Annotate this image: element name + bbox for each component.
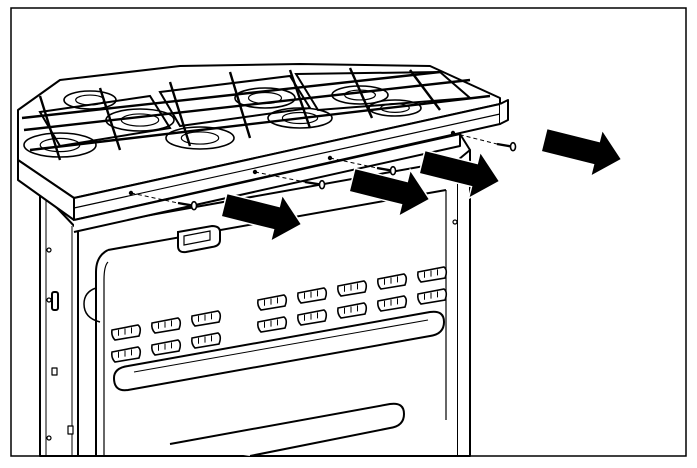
screw-icon bbox=[496, 141, 517, 152]
cooktop-trim bbox=[73, 133, 461, 233]
screw-icon bbox=[304, 179, 326, 190]
back-panel-bars bbox=[112, 310, 446, 457]
direction-arrow-icon bbox=[418, 149, 501, 200]
direction-arrow-icon bbox=[540, 127, 623, 178]
direction-arrows bbox=[220, 127, 623, 243]
back-rivet bbox=[452, 219, 458, 225]
grate-bar bbox=[168, 81, 192, 147]
grate-bar bbox=[409, 69, 441, 111]
grate-bar bbox=[23, 78, 471, 132]
grate-bar bbox=[21, 70, 441, 120]
screw-icon bbox=[376, 165, 397, 176]
burner-grates bbox=[21, 67, 491, 161]
vent-slot bbox=[151, 339, 182, 356]
vent-slot bbox=[377, 295, 408, 312]
grate-bar bbox=[98, 87, 122, 151]
burner bbox=[267, 107, 333, 129]
vent-slot bbox=[337, 280, 368, 297]
vent-openings bbox=[111, 266, 448, 363]
side-rivet-2 bbox=[46, 297, 52, 303]
range-back-right-edge bbox=[457, 149, 471, 457]
vent-slot bbox=[297, 287, 328, 304]
back-bracket bbox=[177, 224, 221, 254]
front-rail bbox=[17, 99, 509, 233]
side-hole-1 bbox=[51, 367, 58, 376]
burner bbox=[234, 87, 296, 109]
side-rivet-1 bbox=[46, 247, 52, 253]
grate-frame bbox=[294, 70, 473, 112]
vent-slot bbox=[257, 316, 288, 333]
direction-arrow-icon bbox=[220, 192, 303, 243]
vent-slot bbox=[191, 310, 222, 327]
vent-slot bbox=[377, 273, 408, 290]
vent-slot bbox=[111, 324, 142, 341]
vent-slot bbox=[257, 294, 288, 311]
direction-arrow-icon bbox=[348, 167, 431, 218]
burner bbox=[368, 99, 422, 117]
side-slot bbox=[51, 291, 59, 311]
cooktop-right-end bbox=[499, 99, 509, 125]
side-rivet-3 bbox=[46, 435, 52, 441]
vent-slot bbox=[191, 332, 222, 349]
vent-slot bbox=[111, 346, 142, 363]
vent-slot bbox=[337, 302, 368, 319]
vent-slot bbox=[297, 309, 328, 326]
grate-bar bbox=[29, 94, 491, 152]
grate-frame bbox=[38, 94, 172, 148]
screw-icon bbox=[177, 200, 198, 211]
vent-slot bbox=[151, 317, 182, 334]
recess-bar-lower bbox=[169, 402, 406, 457]
grate-frame bbox=[158, 74, 312, 128]
vent-slot bbox=[417, 288, 448, 305]
screws bbox=[130, 132, 517, 211]
side-hole-2 bbox=[67, 425, 74, 435]
burner bbox=[165, 126, 235, 150]
vent-slot bbox=[417, 266, 448, 283]
grate-bar bbox=[348, 67, 374, 119]
